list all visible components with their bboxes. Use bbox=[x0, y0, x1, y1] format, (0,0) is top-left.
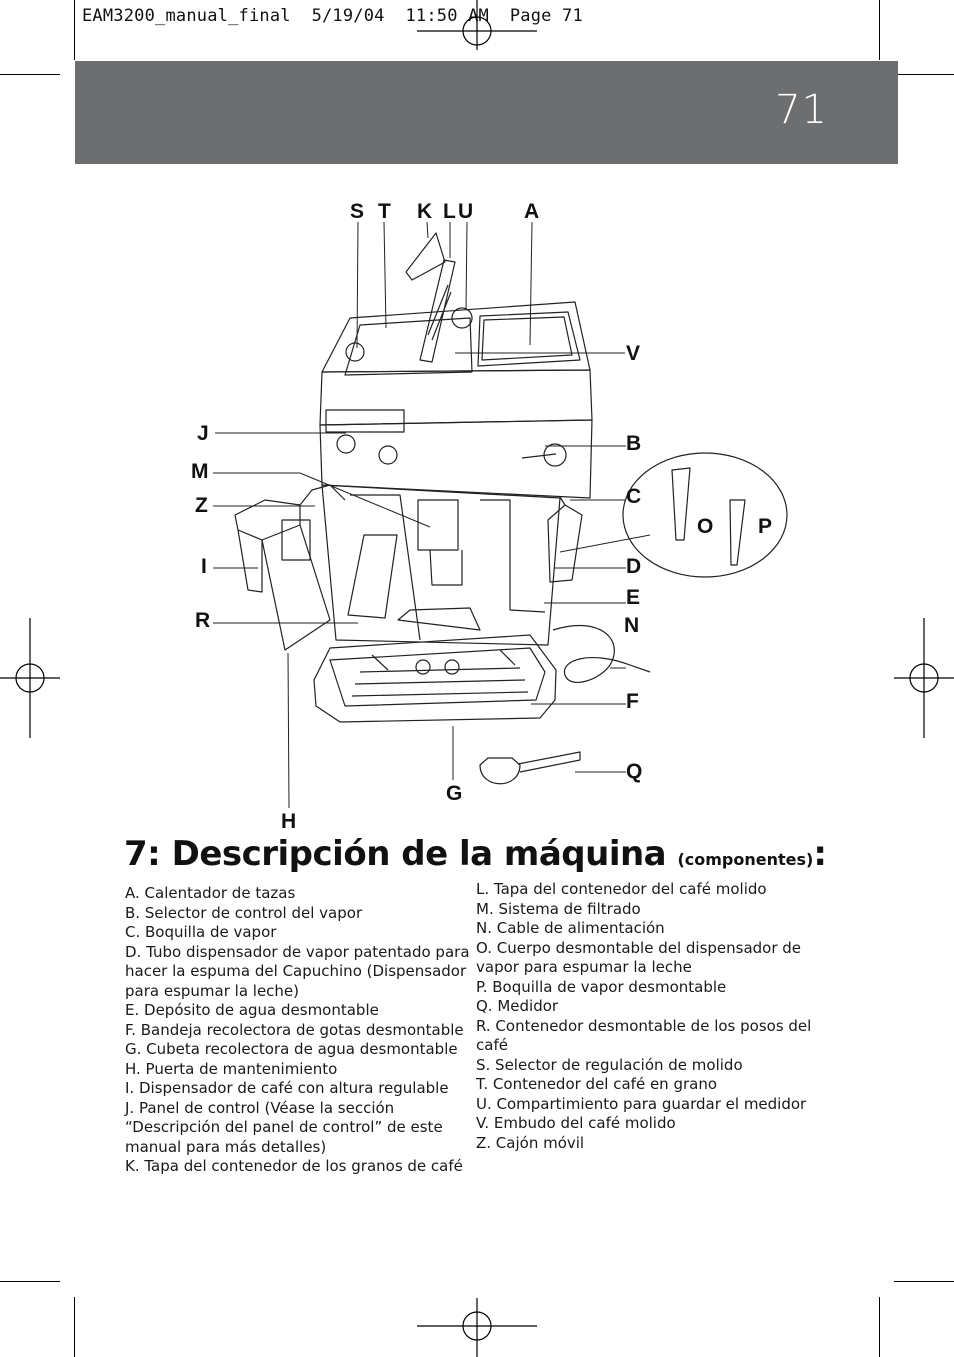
callout-N: N bbox=[624, 614, 640, 637]
callout-F: F bbox=[626, 690, 639, 713]
callout-O: O bbox=[697, 515, 714, 538]
callout-K: K bbox=[417, 200, 433, 223]
list-item: M. Sistema de filtrado bbox=[476, 899, 641, 918]
components-list-left: A. Calentador de tazas B. Selector de co… bbox=[125, 884, 470, 1177]
callout-H: H bbox=[281, 810, 297, 833]
list-item: K. Tapa del contenedor de los granos de … bbox=[125, 1157, 463, 1175]
callout-D: D bbox=[626, 555, 642, 578]
list-item: G. Cubeta recolectora de agua desmontabl… bbox=[125, 1040, 458, 1058]
header-band: 71 bbox=[75, 61, 898, 164]
machine-diagram bbox=[213, 221, 788, 809]
list-item: P. Boquilla de vapor desmontable bbox=[476, 977, 727, 996]
components-list-right: L. Tapa del contenedor del café molido M… bbox=[476, 880, 841, 1153]
list-item: Z. Cajón móvil bbox=[476, 1133, 585, 1152]
callout-L: L bbox=[443, 200, 456, 223]
list-item: T. Contenedor del café en grano bbox=[476, 1075, 718, 1093]
callout-G: G bbox=[446, 782, 463, 805]
list-item: N. Cable de alimentación bbox=[476, 919, 665, 937]
list-item: E. Depósito de agua desmontable bbox=[125, 1001, 379, 1019]
callout-Z: Z bbox=[195, 494, 208, 517]
list-item: B. Selector de control del vapor bbox=[125, 903, 363, 922]
list-item: F. Bandeja recolectora de gotas desmonta… bbox=[125, 1020, 464, 1039]
callout-P: P bbox=[758, 515, 773, 538]
section-title-sub: (componentes) bbox=[677, 850, 814, 869]
list-item: A. Calentador de tazas bbox=[125, 884, 296, 902]
list-item: R. Contenedor desmontable de los posos d… bbox=[476, 1016, 812, 1055]
list-item: I. Dispensador de café con altura regula… bbox=[125, 1079, 449, 1097]
callout-T: T bbox=[378, 200, 391, 223]
callout-S: S bbox=[350, 200, 365, 223]
callout-U: U bbox=[458, 200, 474, 223]
page-number: 71 bbox=[775, 87, 828, 133]
printer-slug-line: EAM3200_manual_final 5/19/04 11:50 AM Pa… bbox=[82, 6, 583, 26]
callout-Q: Q bbox=[626, 760, 643, 783]
callout-E: E bbox=[626, 586, 641, 609]
list-item: Q. Medidor bbox=[476, 997, 559, 1015]
callout-I: I bbox=[201, 555, 207, 578]
callout-V: V bbox=[626, 342, 641, 365]
list-item: J. Panel de control (Véase la sección “D… bbox=[125, 1098, 443, 1156]
list-item: C. Boquilla de vapor bbox=[125, 923, 277, 941]
section-title-main: 7: Descripción de la máquina bbox=[124, 834, 667, 874]
callout-A: A bbox=[524, 200, 540, 223]
section-title: 7: Descripción de la máquina (componente… bbox=[124, 834, 827, 874]
callout-M: M bbox=[191, 460, 209, 483]
section-title-colon: : bbox=[813, 834, 827, 874]
callout-R: R bbox=[195, 609, 211, 632]
callout-B: B bbox=[626, 432, 642, 455]
callout-C: C bbox=[626, 485, 642, 508]
list-item: L. Tapa del contenedor del café molido bbox=[476, 880, 767, 898]
list-item: S. Selector de regulación de molido bbox=[476, 1055, 743, 1074]
list-item: H. Puerta de mantenimiento bbox=[125, 1059, 338, 1078]
list-item: O. Cuerpo desmontable del dispensador de… bbox=[476, 938, 802, 977]
list-item: U. Compartimiento para guardar el medido… bbox=[476, 1094, 807, 1113]
list-item: V. Embudo del café molido bbox=[476, 1114, 676, 1132]
callout-J: J bbox=[197, 422, 209, 445]
list-item: D. Tubo dispensador de vapor patentado p… bbox=[125, 942, 470, 1000]
